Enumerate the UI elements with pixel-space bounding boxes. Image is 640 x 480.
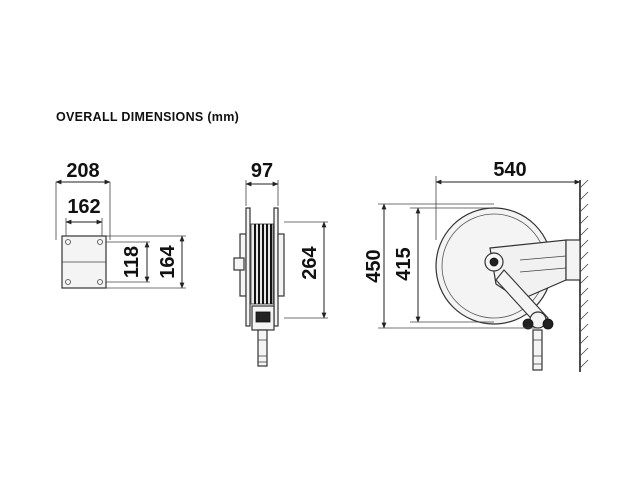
mount-hole: [65, 279, 71, 285]
dim-view-height-inner: 415: [393, 247, 415, 280]
dim-side-width: 97: [251, 160, 273, 182]
wall-hatching: [579, 179, 589, 369]
hose-end-fitting: [532, 329, 543, 371]
mount-hole: [97, 239, 103, 245]
elevation-view: 540 450 415: [363, 159, 589, 372]
dim-side-height: 264: [299, 245, 321, 279]
mount-hole: [65, 239, 71, 245]
side-view: 97 264: [233, 160, 328, 367]
wall-mount: [565, 239, 581, 281]
reel-flange-right: [273, 207, 279, 327]
hose-fitting: [257, 329, 268, 367]
dim-front-height-inner: 118: [121, 246, 143, 278]
dim-front-height-outer: 164: [157, 244, 179, 278]
page-title: OVERALL DIMENSIONS (mm): [56, 110, 240, 124]
front-view: 208 162 118 164: [55, 160, 186, 289]
mount-hole: [97, 279, 103, 285]
reel-flange-left: [245, 207, 251, 327]
side-latch: [233, 257, 245, 271]
dim-front-width-inner: 162: [67, 196, 100, 218]
dim-view-height-outer: 450: [363, 249, 385, 282]
dim-view-length: 540: [493, 159, 526, 181]
dim-front-width-outer: 208: [66, 160, 99, 182]
